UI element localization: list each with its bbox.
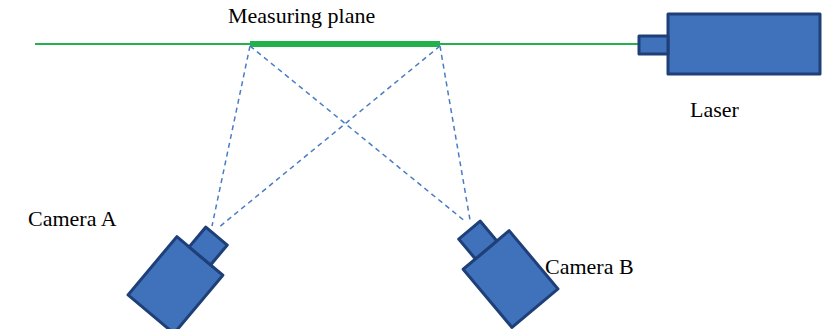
view-line <box>218 46 440 228</box>
device-label: Laser <box>690 98 739 122</box>
camera-label: Camera A <box>28 207 117 231</box>
measuring-plane <box>250 41 440 47</box>
view-line <box>250 46 466 222</box>
camera-b <box>446 211 558 328</box>
view-line <box>212 46 250 226</box>
view-line <box>440 46 470 220</box>
view-lines <box>212 46 470 228</box>
camera-lens <box>189 227 227 265</box>
camera-a <box>128 217 240 329</box>
camera-label: Camera B <box>545 255 634 279</box>
laser-nozzle <box>639 36 668 54</box>
laser-beam <box>35 43 640 45</box>
plane-label: Measuring plane <box>228 4 375 28</box>
laser-body <box>668 14 820 74</box>
camera-lens <box>459 221 497 259</box>
